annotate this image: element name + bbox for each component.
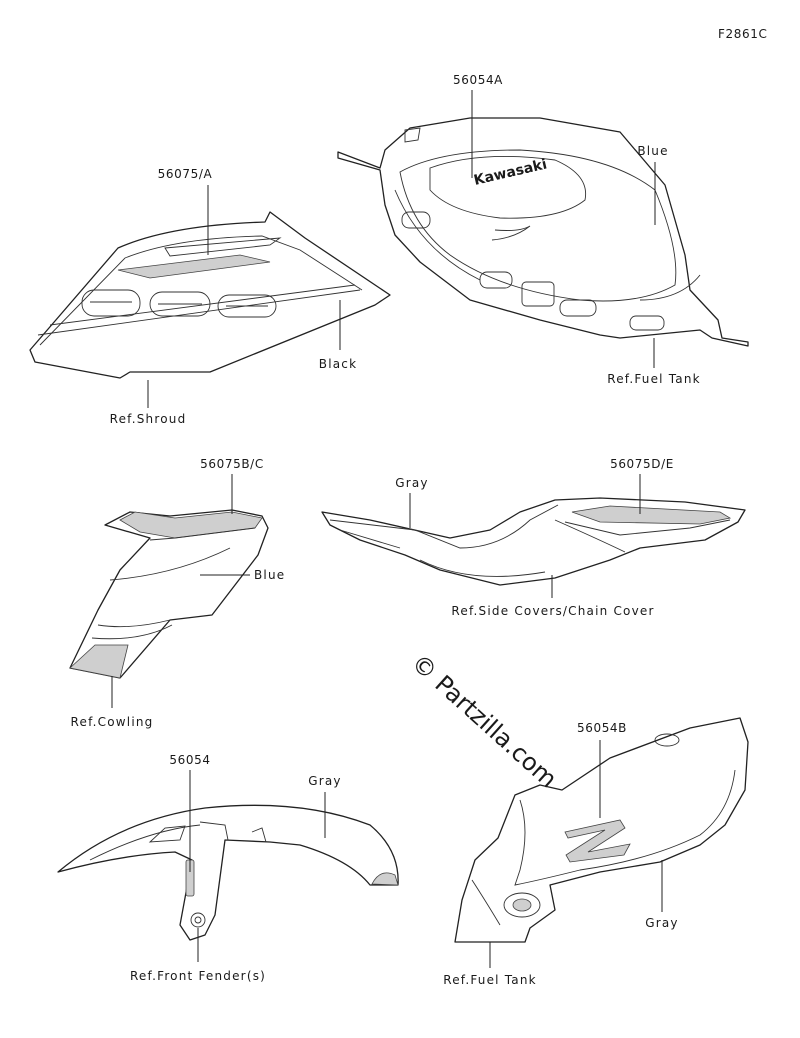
front-fender-ref-label: Ref.Front Fender(s) [130, 969, 266, 983]
shroud-code: 56075/A [158, 167, 213, 181]
cowling-part[interactable] [69, 509, 269, 679]
fuel-tank-top-code: 56054A [453, 73, 503, 87]
front-fender-part[interactable] [57, 804, 399, 941]
fuel-tank-top-part[interactable]: Kawasaki [337, 117, 749, 347]
shroud-part[interactable] [29, 211, 391, 379]
side-covers-color-label: Gray [395, 476, 429, 490]
fuel-tank-side-part[interactable] [454, 717, 749, 943]
fuel-tank-side-color-label: Gray [645, 916, 679, 930]
cowling-code: 56075B/C [200, 457, 264, 471]
cowling-ref-label: Ref.Cowling [71, 715, 154, 729]
fuel-tank-top-ref-label: Ref.Fuel Tank [607, 372, 701, 386]
figure-id: F2861C [718, 27, 767, 41]
front-fender-code: 56054 [169, 753, 210, 767]
side-covers-code: 56075D/E [610, 457, 674, 471]
cowling-color-label: Blue [254, 568, 285, 582]
shroud-ref-label: Ref.Shroud [110, 412, 187, 426]
shroud-color-label: Black [319, 357, 357, 371]
fuel-tank-top-color-label: Blue [637, 144, 668, 158]
fuel-tank-side-code: 56054B [577, 721, 627, 735]
front-fender-color-label: Gray [308, 774, 342, 788]
side-covers-ref-label: Ref.Side Covers/Chain Cover [451, 604, 654, 618]
side-covers-part[interactable] [321, 497, 746, 586]
fuel-tank-side-ref-label: Ref.Fuel Tank [443, 973, 537, 987]
watermark-text: © Partzilla.com [406, 649, 562, 794]
